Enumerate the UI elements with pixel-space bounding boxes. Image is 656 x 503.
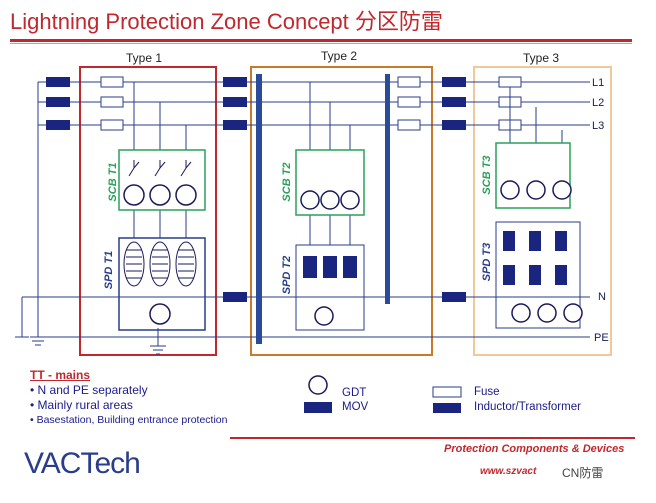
page-title: Lightning Protection Zone Concept 分区防雷: [10, 9, 443, 34]
spd-t2-label: SPD T2: [281, 256, 293, 295]
drops-type2: [309, 82, 351, 245]
phase-lines: [21, 81, 590, 338]
scb-t1-box: [118, 149, 206, 211]
type2-label: Type 2: [321, 49, 357, 63]
legend-mov-label: MOV: [342, 401, 369, 413]
scb-t2-label: SCB T2: [281, 162, 293, 201]
type3-label: Type 3: [523, 51, 559, 65]
scb-t2-box: [295, 149, 365, 216]
tt-mains-legend: TT - mains • N and PE separately • Mainl…: [30, 368, 227, 428]
title-underline: [10, 39, 632, 42]
legend-bullet: • Basestation, Building entrance protect…: [30, 414, 228, 426]
spd-t1-label: SPD T1: [103, 251, 115, 290]
switch-icon: [128, 160, 192, 177]
legend-fuse-label: Fuse: [474, 386, 500, 398]
gdt-icon: [500, 180, 572, 200]
website-url: www.szvact: [480, 466, 537, 477]
inductor-icon: [46, 77, 466, 302]
spd-t3-box: [495, 221, 581, 329]
spd-t2-box: [295, 244, 365, 331]
company-logo: VACTech: [24, 447, 141, 480]
title-underline-thin: [10, 43, 632, 44]
legend-bullet: • N and PE separately: [30, 383, 148, 397]
mov-icon: [503, 231, 567, 285]
line-label-l2: L2: [592, 97, 604, 109]
legend-inductor-icon: [433, 403, 461, 413]
drops-type3: [509, 87, 563, 143]
gdt-icon: [314, 306, 334, 326]
tagline: Protection Components & Devices: [444, 443, 625, 455]
ground-icon: [15, 336, 166, 355]
spark-gap-stack: [123, 241, 197, 287]
legend-fuse-icon: [432, 386, 462, 398]
gdt-icon: [300, 190, 360, 210]
scb-t1-label: SCB T1: [107, 162, 119, 201]
type1-label: Type 1: [126, 51, 162, 65]
line-label-l1: L1: [592, 77, 604, 89]
lightning-zone-diagram: Type 1 Type 2 Type 3 L1 L2 L3 N PE: [15, 49, 612, 413]
tt-mains-title: TT - mains: [30, 368, 91, 382]
gdt-icon: [511, 303, 583, 323]
type3-zone: [473, 66, 612, 356]
watermark: CN防雷: [560, 464, 606, 481]
scb-t3-label: SCB T3: [481, 155, 493, 194]
type1-zone: [79, 66, 217, 356]
line-label-pe: PE: [594, 332, 609, 344]
line-label-n: N: [598, 291, 606, 303]
legend-inductor-label: Inductor/Transformer: [474, 401, 581, 413]
busbar-left: [256, 74, 262, 344]
mov-icon: [303, 256, 357, 278]
legend-gdt-icon: [308, 375, 328, 395]
spd-t3-label: SPD T3: [481, 243, 493, 282]
type2-zone: [250, 66, 433, 356]
footer-rule: [230, 437, 635, 439]
legend-bullet: • Mainly rural areas: [30, 398, 133, 412]
busbar-right: [385, 74, 390, 304]
scb-t3-box: [495, 142, 571, 209]
gdt-icon: [149, 303, 171, 325]
gdt-icon: [123, 184, 197, 206]
legend-mov-icon: [304, 402, 332, 413]
spd-t1-box: [118, 237, 206, 331]
line-label-l3: L3: [592, 120, 604, 132]
legend-gdt-label: GDT: [342, 387, 367, 399]
